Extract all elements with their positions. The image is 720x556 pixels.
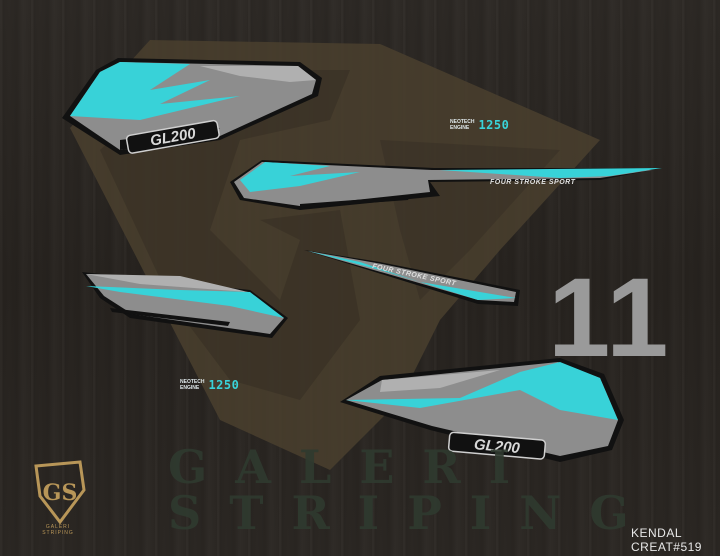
engine-badge-bottom: NEOTECH ENGINE 1250 xyxy=(180,378,239,392)
engine-small-text-bottom: NEOTECH ENGINE xyxy=(180,379,205,391)
gs-logo-subtitle: GALERI STRIPING xyxy=(42,524,74,536)
engine-number-text-bottom: 1250 xyxy=(208,378,240,392)
footer-code: CREAT#519 xyxy=(631,540,702,554)
gs-logo-letters: GS xyxy=(43,480,78,506)
gl200-text-bottom: GL200 xyxy=(473,436,521,457)
design-number: 11 xyxy=(548,255,671,380)
watermark-line-2: STRIPING xyxy=(168,486,657,540)
engine-number-text: 1250 xyxy=(478,118,510,132)
stripe-text-top: FOUR STROKE SPORT xyxy=(490,179,576,186)
footer-location: KENDAL xyxy=(631,526,683,540)
engine-small-text: NEOTECH ENGINE xyxy=(450,119,475,131)
engine-badge-top: NEOTECH ENGINE 1250 xyxy=(450,118,509,132)
watermark-line-1: GALERI xyxy=(168,440,539,494)
